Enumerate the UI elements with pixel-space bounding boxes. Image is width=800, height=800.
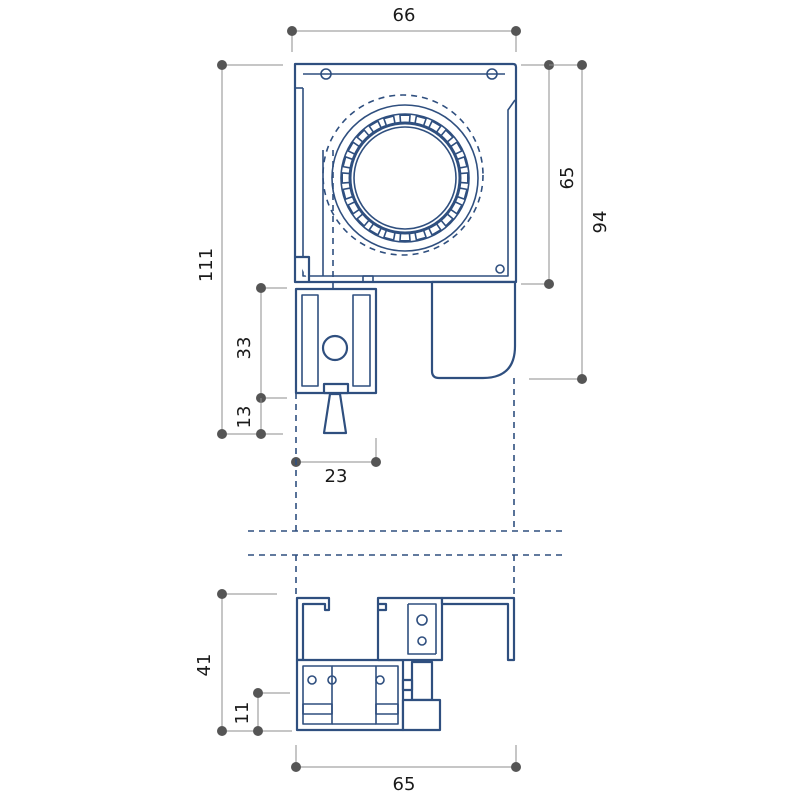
- dim-label-guide-width: 23: [325, 466, 348, 487]
- gear-tooth: [347, 200, 361, 215]
- gear-tooth: [347, 141, 361, 156]
- gear-tooth: [414, 115, 427, 127]
- gear-tooth: [342, 187, 354, 200]
- gear-tooth: [342, 156, 354, 169]
- gear-tooth: [414, 229, 427, 241]
- dim-label-box-inner-height: 65: [557, 167, 578, 190]
- gear-tooth: [368, 222, 383, 236]
- box-end-cap: [430, 280, 517, 380]
- extension-lines: [248, 378, 565, 598]
- dim-label-guide-height: 33: [234, 337, 255, 360]
- gear-tooth: [383, 229, 396, 241]
- roller-tube-teeth: [341, 114, 469, 242]
- side-guide-rail: [294, 255, 378, 435]
- dim-label-top-width: 66: [393, 5, 416, 26]
- dim-label-total-height: 111: [196, 248, 217, 282]
- shutter-box: [293, 62, 518, 380]
- gear-tooth: [383, 115, 396, 127]
- gear-tooth: [399, 114, 411, 124]
- gear-tooth: [341, 172, 351, 184]
- dim-label-bottom-height: 41: [194, 654, 215, 677]
- gear-tooth: [427, 120, 442, 134]
- gear-tooth: [449, 200, 463, 215]
- dimension-lines: [217, 26, 587, 772]
- gear-tooth: [440, 129, 454, 143]
- gear-tooth: [399, 232, 411, 242]
- dim-label-box-outer-height: 94: [590, 211, 611, 234]
- gear-tooth: [459, 172, 469, 184]
- bottom-sill-profile: [295, 596, 516, 732]
- gear-tooth: [356, 129, 370, 143]
- gear-tooth: [456, 187, 468, 200]
- gear-tooth: [449, 141, 463, 156]
- gear-tooth: [440, 213, 454, 227]
- dim-label-bottom-width: 65: [393, 774, 416, 795]
- gear-tooth: [368, 120, 383, 134]
- roller-tube: [331, 104, 479, 252]
- dim-label-brush-height: 13: [234, 406, 255, 429]
- gear-tooth: [356, 213, 370, 227]
- gear-tooth: [456, 156, 468, 169]
- gear-tooth: [427, 222, 442, 236]
- dim-label-bottom-lip: 11: [232, 702, 253, 725]
